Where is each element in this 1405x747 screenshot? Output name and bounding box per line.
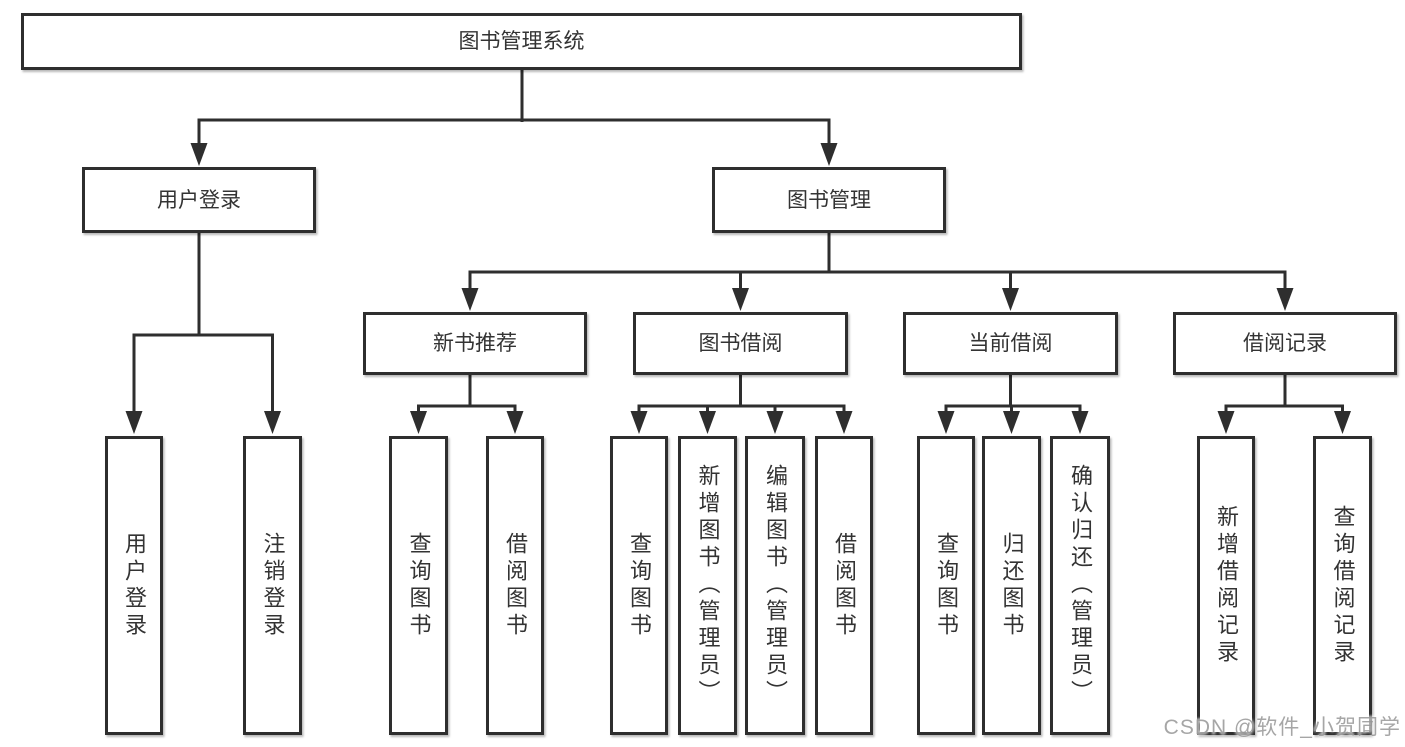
leaf-confirm-return-admin: 确认归还（管理员） bbox=[1050, 436, 1110, 735]
tree-branch-lines bbox=[132, 70, 1344, 413]
leaf-add-books-admin: 新增图书（管理员） bbox=[678, 436, 737, 735]
leaf-return-books-label: 归还图书 bbox=[999, 531, 1025, 640]
node-book-borrowing: 图书借阅 bbox=[633, 312, 848, 375]
leaf-query-books-current-label: 查询图书 bbox=[934, 531, 959, 640]
node-book-borrowing-label: 图书借阅 bbox=[698, 332, 783, 355]
leaf-query-borrow-record: 查询借阅记录 bbox=[1313, 436, 1372, 735]
leaf-borrow-books-recommend-label: 借阅图书 bbox=[503, 531, 528, 640]
leaf-add-books-admin-label: 新增图书（管理员） bbox=[695, 464, 721, 707]
leaf-borrow-books-borrow-label: 借阅图书 bbox=[832, 531, 857, 640]
node-book-management-label: 图书管理 bbox=[787, 188, 871, 212]
node-current-borrowing: 当前借阅 bbox=[903, 312, 1118, 375]
leaf-query-books-recommend-label: 查询图书 bbox=[406, 531, 432, 640]
watermark: CSDN @软件_小贺同学 bbox=[1163, 716, 1401, 739]
leaf-add-borrow-record-label: 新增借阅记录 bbox=[1214, 504, 1239, 667]
leaf-edit-books-admin: 编辑图书（管理员） bbox=[745, 436, 805, 735]
node-book-management: 图书管理 bbox=[712, 167, 946, 233]
node-borrowing-records: 借阅记录 bbox=[1173, 312, 1397, 375]
leaf-query-books-recommend: 查询图书 bbox=[389, 436, 448, 735]
leaf-borrow-books-recommend: 借阅图书 bbox=[486, 436, 544, 735]
leaf-return-books: 归还图书 bbox=[982, 436, 1041, 735]
leaf-logout-login-label: 注销登录 bbox=[260, 531, 286, 640]
leaf-query-books-borrow-label: 查询图书 bbox=[627, 531, 652, 640]
node-borrowing-records-label: 借阅记录 bbox=[1243, 332, 1327, 355]
leaf-user-login-label: 用户登录 bbox=[122, 531, 147, 640]
node-root-label: 图书管理系统 bbox=[458, 30, 585, 53]
node-user-login: 用户登录 bbox=[82, 167, 316, 233]
leaf-logout-login: 注销登录 bbox=[243, 436, 302, 735]
node-root: 图书管理系统 bbox=[21, 13, 1022, 70]
leaf-borrow-books-borrow: 借阅图书 bbox=[815, 436, 873, 735]
arrowheads bbox=[125, 143, 1351, 434]
leaf-query-borrow-record-label: 查询借阅记录 bbox=[1330, 504, 1356, 667]
node-current-borrowing-label: 当前借阅 bbox=[968, 332, 1053, 355]
node-new-book-recommendation-label: 新书推荐 bbox=[433, 332, 517, 355]
node-user-login-label: 用户登录 bbox=[157, 188, 241, 212]
node-new-book-recommendation: 新书推荐 bbox=[363, 312, 587, 375]
leaf-confirm-return-admin-label: 确认归还（管理员） bbox=[1068, 464, 1093, 707]
leaf-query-books-borrow: 查询图书 bbox=[610, 436, 668, 735]
leaf-add-borrow-record: 新增借阅记录 bbox=[1197, 436, 1255, 735]
leaf-edit-books-admin-label: 编辑图书（管理员） bbox=[763, 464, 788, 707]
leaf-query-books-current: 查询图书 bbox=[917, 436, 975, 735]
leaf-user-login: 用户登录 bbox=[105, 436, 163, 735]
